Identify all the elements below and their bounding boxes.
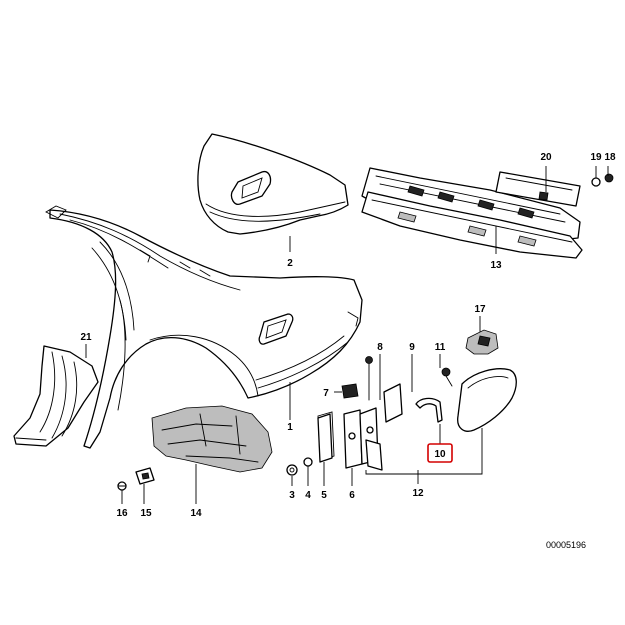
part-3-nut — [286, 464, 298, 476]
part-10-spring-clip — [415, 397, 443, 423]
label-part-4: 4 — [305, 490, 311, 501]
part-21-inner-panel — [13, 345, 99, 447]
label-part-18: 18 — [604, 152, 616, 163]
label-part-13: 13 — [490, 260, 502, 271]
part-11-screw — [441, 367, 453, 387]
diagram-code: 00005196 — [546, 540, 586, 550]
label-part-3: 3 — [289, 490, 295, 501]
part-1-side-panel — [45, 205, 363, 449]
label-part-19: 19 — [590, 152, 602, 163]
label-part-10: 10 — [434, 449, 446, 460]
part-17-bracket — [465, 329, 499, 355]
label-part-2: 2 — [287, 258, 293, 269]
label-part-17: 17 — [474, 304, 486, 315]
part-15-clip — [135, 467, 155, 485]
part-14-wheel-arch-liner — [151, 405, 273, 473]
label-part-1: 1 — [287, 422, 293, 433]
part-18-19-fasteners — [591, 173, 614, 187]
part-12-fuel-flap — [457, 368, 517, 432]
part-6-hinge — [317, 407, 383, 471]
label-part-9: 9 — [409, 342, 415, 353]
label-part-6: 6 — [349, 490, 355, 501]
part-4-washer — [303, 457, 313, 467]
part-20-bracket — [495, 171, 581, 207]
label-part-5: 5 — [321, 490, 327, 501]
part-13-rear-panel — [361, 167, 583, 259]
label-part-11: 11 — [435, 342, 446, 353]
leader-lines — [85, 166, 609, 504]
label-part-10-highlighted: 10 — [427, 443, 453, 463]
label-part-7: 7 — [323, 388, 329, 399]
part-2-quarter-panel-outer — [197, 133, 349, 235]
part-8-bolt — [365, 356, 373, 401]
part-7-clip — [341, 383, 359, 399]
label-part-20: 20 — [540, 152, 552, 163]
label-part-21: 21 — [80, 332, 92, 343]
label-part-12: 12 — [412, 488, 424, 499]
label-part-8: 8 — [377, 342, 383, 353]
label-part-16: 16 — [116, 508, 128, 519]
label-part-15: 15 — [140, 508, 152, 519]
part-5-bracket — [317, 413, 333, 463]
part-16-screw — [117, 481, 127, 491]
label-part-14: 14 — [190, 508, 202, 519]
part-9-bracket — [383, 383, 403, 423]
highlight-box — [427, 443, 453, 463]
